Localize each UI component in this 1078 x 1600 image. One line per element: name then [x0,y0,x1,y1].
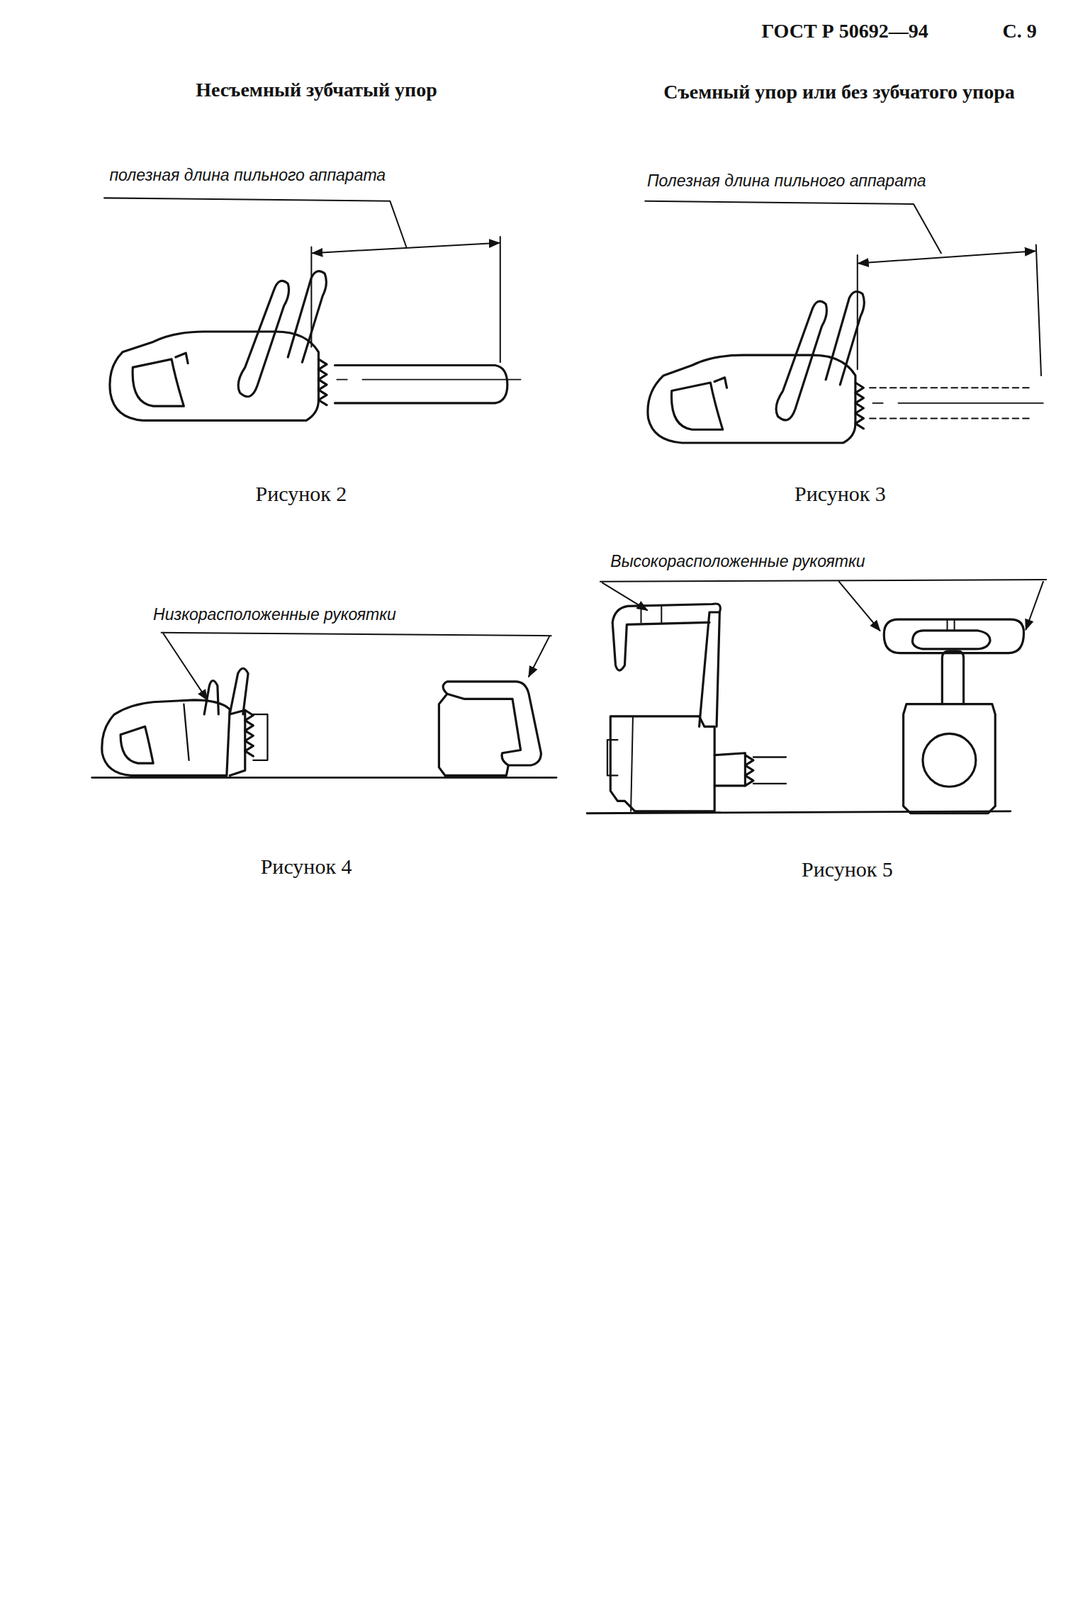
callout-label: Низкорасположенные рукоятки [153,604,562,626]
column-heading: Съемный упор или без зубчатого упора [624,79,1054,105]
chainsaw-figure-4 [92,632,557,778]
page-header: ГОСТ Р 50692—94 [761,18,996,44]
figure-caption: Рисунок 3 [743,479,938,508]
figure-caption: Рисунок 5 [750,855,945,884]
figure-caption: Рисунок 2 [204,479,399,508]
chainsaw-figure-3 [644,201,1044,443]
figure-caption: Рисунок 4 [209,852,404,881]
dimension-label: Полезная длина пильного аппарата [641,170,932,193]
page-number: С. 9 [1002,18,1070,44]
callout-label: Высокорасположенные рукоятки [610,551,1019,573]
column-heading: Несъемный зубчатый упор [122,77,511,103]
chainsaw-figure-2 [104,197,521,421]
chainsaw-figure-5 [586,579,1047,814]
dimension-label: полезная длина пильного аппарата [102,165,393,187]
